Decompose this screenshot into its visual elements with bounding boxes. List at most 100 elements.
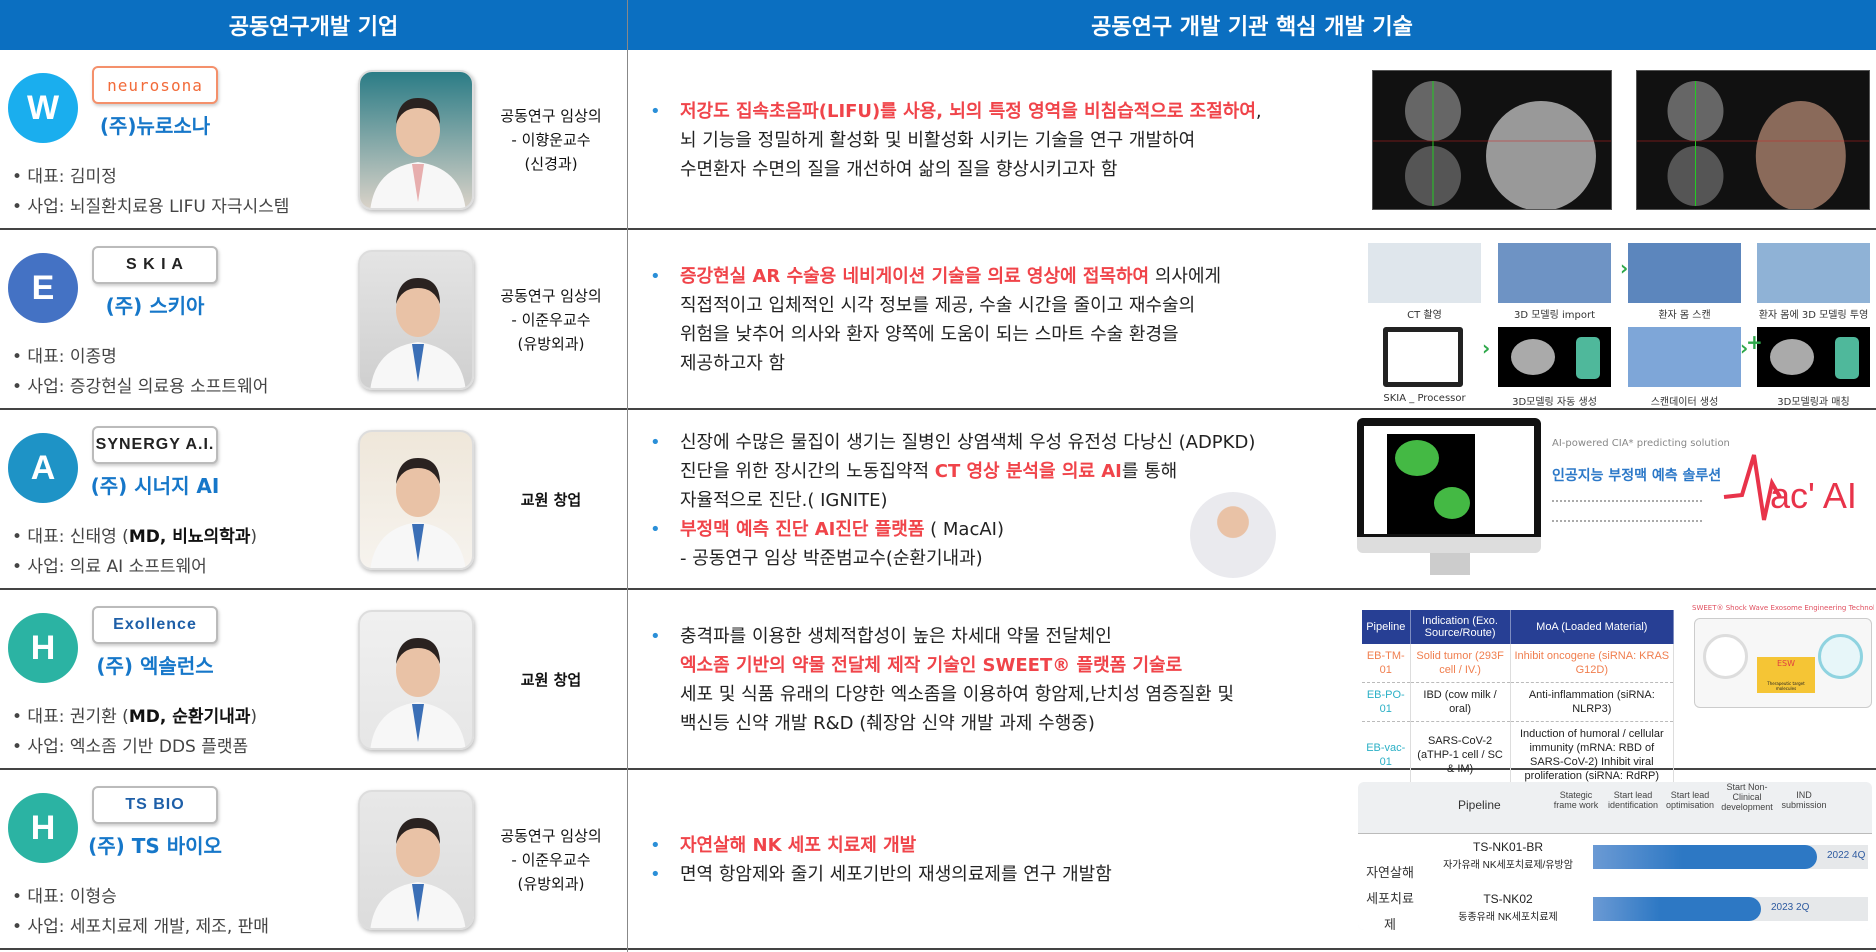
header-left: 공동연구개발 기업: [0, 0, 627, 50]
text-segment: 충격파를 이용한 생체적합성이 높은 차세대 약물 전달체인: [680, 626, 1112, 647]
letter-badge: E: [8, 253, 78, 323]
business-bullet: • 사업: 세포치료제 개발, 제조, 판매: [12, 917, 269, 937]
person-silhouette-icon: [370, 638, 466, 748]
professor-photo: [358, 610, 474, 750]
pipeline-desc: 자가유래 NK세포치료제/유방암: [1443, 860, 1573, 871]
affiliation-line: - 이준우교수: [511, 311, 591, 329]
text-segment: 뇌 기능을 정밀하게 활성화 및 비활성화 시키는 기술을 연구 개발하여: [680, 129, 1196, 151]
header-right: 공동연구 개발 기관 핵심 개발 기술: [628, 0, 1876, 50]
chevron-right-icon: ›: [1740, 336, 1749, 360]
macai-logo: ac' AI: [1722, 435, 1862, 530]
text-segment: 백신등 신약 개발 R&D (췌장암 신약 개발 과제 수행중): [680, 713, 1095, 734]
chevron-right-icon: ›: [1620, 256, 1629, 280]
text-segment: 를 통해: [1121, 460, 1178, 482]
stage-label: Start Non-Clinical development: [1721, 782, 1773, 812]
affiliation: 공동연구 임상의- 이준우교수(유방외과): [476, 770, 626, 950]
text-segment: 면역 항암제와 줄기 세포기반의 재생의료제를 연구 개발함: [680, 864, 1112, 885]
tech-description: 저강도 집속초음파(LIFU)를 사용, 뇌의 특정 영역을 비침습적으로 조절…: [650, 50, 1350, 230]
professor-photo: [358, 70, 474, 210]
company-name: (주) 시너지 AI: [90, 474, 220, 498]
text-segment: 의사에게: [1149, 266, 1222, 287]
esw-sub: Therapeutic target molecules: [1767, 681, 1805, 691]
procedure-photo: [1368, 243, 1481, 303]
highlight-text: 증강현실 AR 수술용 네비게이션 기술을 의료 영상에 접목하여: [680, 266, 1150, 287]
caption: 스캔데이터 생성: [1650, 397, 1719, 408]
tech-description: 신장에 수많은 물집이 생기는 질병인 상염색체 우성 유전성 다낭신 (ADP…: [650, 410, 1350, 590]
tech-line: 직접적이고 입체적인 시각 정보를 제공, 수술 시간을 줄이고 재수술의: [650, 291, 1350, 320]
ceo-bullet: • 대표: 이종명: [12, 347, 117, 367]
table-cell: Inhibit oncogene (siRNA: KRAS G12D): [1510, 644, 1674, 683]
column-header: Pipeline: [1362, 610, 1411, 644]
category-label: 자연살해 세포치료제: [1366, 865, 1414, 930]
table-cell: Anti-inflammation (siRNA: NLRP3): [1510, 682, 1674, 722]
affiliation: 공동연구 임상의- 이향운교수(신경과): [476, 50, 626, 230]
company-logo: S K I A: [92, 246, 218, 284]
chevron-right-icon: ›: [1482, 336, 1491, 360]
stage-label: IND submission: [1781, 790, 1827, 810]
ceo-specialty: MD, 순환기내과: [128, 707, 251, 727]
ceo-specialty: MD, 비뇨의학과: [128, 527, 251, 547]
table-cell: EB-vac-01: [1362, 721, 1411, 789]
pipeline-desc: 동종유래 NK세포치료제: [1458, 912, 1558, 923]
company-logo: Exollence: [92, 606, 218, 644]
affiliation-line: 공동연구 임상의: [500, 827, 602, 845]
text-segment: ( MacAI): [924, 518, 1004, 540]
ceo-bullet: • 대표: 김미정: [12, 167, 117, 187]
letter-badge: H: [8, 613, 78, 683]
procedure-image: [1757, 327, 1870, 387]
imac-stand: [1430, 553, 1470, 575]
tech-line: 엑소좀 기반의 약물 전달체 제작 기술인 SWEET® 플랫폼 기술로: [650, 651, 1350, 680]
procedure-photo: [1628, 243, 1741, 303]
sweet-diagram: SWEET® Shock Wave Exosome Engineering Te…: [1692, 600, 1874, 760]
affiliation: 교원 창업: [476, 410, 626, 590]
business-bullet: • 사업: 뇌질환치료용 LIFU 자극시스템: [12, 197, 290, 217]
tech-line: 충격파를 이용한 생체적합성이 높은 차세대 약물 전달체인: [650, 622, 1350, 651]
stage-label: Stategic frame work: [1553, 790, 1599, 810]
tech-description: 자연살해 NK 세포 치료제 개발면역 항암제와 줄기 세포기반의 재생의료제를…: [650, 770, 1350, 950]
affiliation: 공동연구 임상의- 이준우교수(유방외과): [476, 230, 626, 410]
person-silhouette-icon: [370, 278, 466, 388]
mri-screenshot: [1372, 70, 1612, 210]
target-exosome-icon: [1818, 634, 1863, 679]
procedure-photo: [1498, 243, 1611, 303]
letter-badge: A: [8, 433, 78, 503]
affiliation-line: - 이준우교수: [511, 851, 591, 869]
macai-desc: [1552, 500, 1702, 522]
tech-line: 위험을 낮추어 의사와 환자 양쪽에 도움이 되는 스마트 수술 환경을: [650, 320, 1350, 349]
highlight-text: CT 영상 분석을 의료 AI: [934, 460, 1122, 482]
person-silhouette-icon: [370, 818, 466, 928]
highlight-text: 자연살해 NK 세포 치료제 개발: [680, 835, 917, 856]
tech-line: 수면환자 수면의 질을 개선하여 삶의 질을 향상시키고자 함: [650, 155, 1350, 184]
affiliation-line: 공동연구 임상의: [500, 107, 602, 125]
company-logo: neurosona: [92, 66, 218, 104]
column-header: Indication (Exo. Source/Route): [1410, 610, 1511, 644]
company-logo: TS BIO: [92, 786, 218, 824]
heartbeat-icon: [1723, 454, 1782, 521]
business-bullet: • 사업: 의료 AI 소프트웨어: [12, 557, 207, 577]
progress-bar: [1593, 897, 1761, 921]
target-date: 2022 4Q: [1827, 850, 1866, 861]
tech-line: 부정맥 예측 진단 AI진단 플랫폼 ( MacAI): [650, 515, 1350, 544]
caption: 환자 몸 스캔: [1658, 310, 1711, 321]
procedure-image: [1628, 327, 1741, 387]
tech-line: 저강도 집속초음파(LIFU)를 사용, 뇌의 특정 영역을 비침습적으로 조절…: [650, 97, 1350, 126]
esw-label: ESW: [1757, 657, 1815, 693]
doctor-circle-photo: [1190, 492, 1276, 578]
tech-description: 증강현실 AR 수술용 네비게이션 기술을 의료 영상에 접목하여 의사에게직접…: [650, 230, 1350, 410]
mri-screenshot: [1636, 70, 1870, 210]
table-cell: EB-TM-01: [1362, 644, 1411, 683]
tech-line: - 공동연구 임상 박준범교수(순환기내과): [650, 544, 1350, 573]
plus-icon: +: [1746, 330, 1763, 354]
procedure-image: [1383, 327, 1463, 387]
ceo-bullet: • 대표: 신태영 (MD, 비뇨의학과): [12, 527, 258, 547]
table-cell: Induction of humoral / cellular immunity…: [1510, 721, 1674, 789]
tech-line: 백신등 신약 개발 R&D (췌장암 신약 개발 과제 수행중): [650, 709, 1350, 738]
